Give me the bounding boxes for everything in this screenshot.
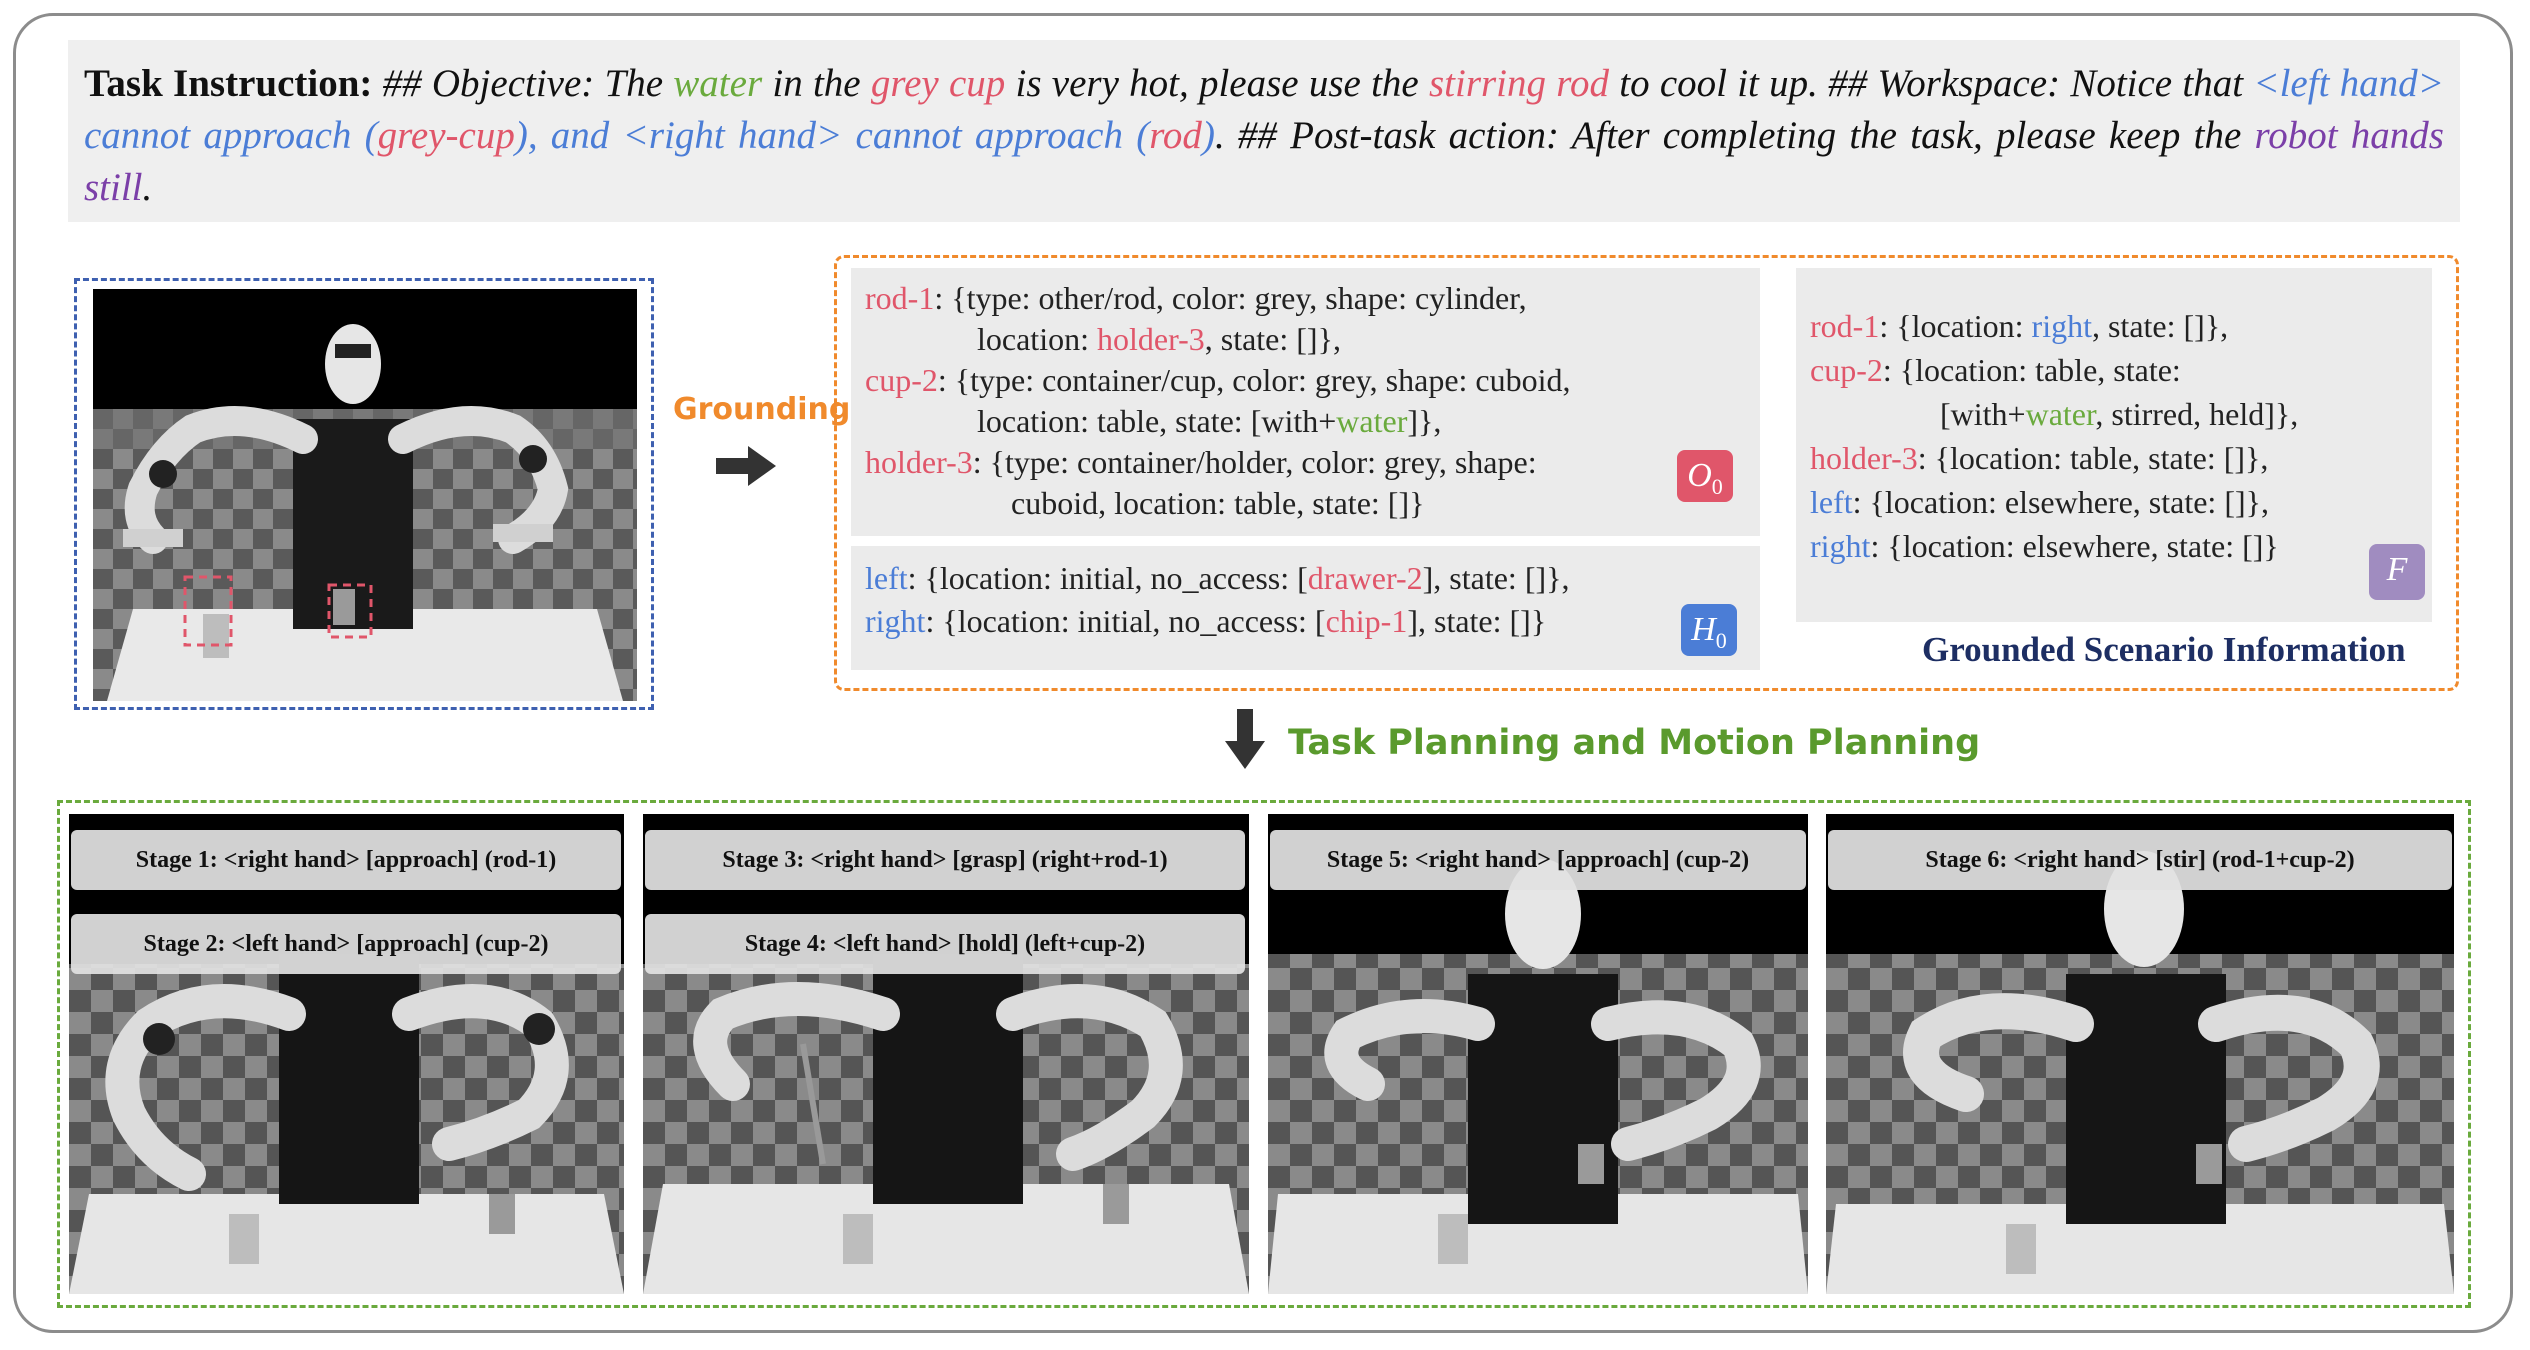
planning-label: Task Planning and Motion Planning bbox=[1288, 723, 1981, 763]
grounding-label: Grounding bbox=[673, 392, 851, 427]
instr-text: in the bbox=[762, 62, 871, 105]
grounded-scenario-title: Grounded Scenario Information bbox=[1922, 630, 2406, 669]
badge-h-sub: 0 bbox=[1715, 627, 1727, 653]
badge-h-letter: H bbox=[1691, 611, 1716, 648]
grounded-info-panel bbox=[834, 255, 2459, 691]
obj-rod-holder: holder-3 bbox=[1096, 321, 1205, 357]
obj-text: : {type: other/rod, color: grey, shape: … bbox=[934, 280, 1527, 316]
hand-left-key: left bbox=[865, 560, 908, 596]
instr-text: is very hot, please use the bbox=[1005, 62, 1429, 105]
instr-stirring-rod: stirring rod bbox=[1428, 62, 1609, 105]
final-right-key: right bbox=[1810, 528, 1871, 564]
obj-text: location: bbox=[977, 321, 1097, 357]
task-instruction: Task Instruction: ## Objective: The wate… bbox=[68, 40, 2460, 222]
stage-6-label: Stage 6: <right hand> [stir] (rod-1+cup-… bbox=[1828, 830, 2452, 890]
obj-text: cuboid, location: table, state: []} bbox=[1011, 485, 1425, 521]
badge-f: F bbox=[2369, 544, 2425, 600]
final-cup-water: water bbox=[2025, 396, 2096, 432]
initial-scene-panel bbox=[74, 278, 654, 710]
down-arrow-icon bbox=[1225, 709, 1265, 769]
obj-cup-water: water bbox=[1336, 403, 1408, 439]
badge-o-letter: O bbox=[1687, 457, 1712, 494]
stages-panel bbox=[57, 800, 2471, 1308]
obj-text: ]}, bbox=[1407, 403, 1442, 439]
stage-image-1: Stage 1: <right hand> [approach] (rod-1)… bbox=[69, 814, 624, 1294]
hand-left-item: drawer-2 bbox=[1307, 560, 1423, 596]
instr-ws-greycup: grey-cup bbox=[377, 114, 515, 157]
badge-h0: H0 bbox=[1681, 604, 1737, 656]
stage-image-3: Stage 5: <right hand> [approach] (cup-2) bbox=[1268, 814, 1808, 1294]
hand-text: ], state: []}, bbox=[1422, 560, 1570, 596]
final-text: : {location: elsewhere, state: []}, bbox=[1852, 484, 2269, 520]
final-text: [with+ bbox=[1940, 396, 2026, 432]
hand-right-item: chip-1 bbox=[1325, 603, 1408, 639]
instr-ws-left: <left hand> cannot approach ( bbox=[84, 62, 2444, 157]
stage-2-label: Stage 2: <left hand> [approach] (cup-2) bbox=[71, 914, 621, 974]
instr-robot-still: robot hands still bbox=[84, 114, 2444, 209]
stage-image-2: Stage 3: <right hand> [grasp] (right+rod… bbox=[643, 814, 1249, 1294]
final-text: : {location: table, state: []}, bbox=[1917, 440, 2269, 476]
hand-text: : {location: initial, no_access: [ bbox=[925, 603, 1326, 639]
stage-1-label: Stage 1: <right hand> [approach] (rod-1) bbox=[71, 830, 621, 890]
final-rod-right: right bbox=[2031, 308, 2092, 344]
obj-text: : {type: container/cup, color: grey, sha… bbox=[937, 362, 1571, 398]
instr-ws-mid: ), and <right hand> cannot approach ( bbox=[514, 114, 1150, 157]
right-arrow-icon bbox=[716, 446, 776, 486]
instr-grey-cup: grey cup bbox=[870, 62, 1006, 105]
instr-text: to cool it up. ## Workspace: Notice that bbox=[1609, 62, 2254, 105]
badge-o-sub: 0 bbox=[1711, 473, 1723, 499]
final-left-key: left bbox=[1810, 484, 1853, 520]
obj-text: : {type: container/holder, color: grey, … bbox=[972, 444, 1537, 480]
stage-image-4: Stage 6: <right hand> [stir] (rod-1+cup-… bbox=[1826, 814, 2454, 1294]
obj-rod-key: rod-1 bbox=[865, 280, 935, 316]
obj-text: , state: []}, bbox=[1204, 321, 1341, 357]
final-state-box: rod-1: {location: right, state: []}, cup… bbox=[1796, 268, 2432, 622]
final-rod-key: rod-1 bbox=[1810, 308, 1880, 344]
initial-scene-image bbox=[93, 289, 637, 701]
final-text: , state: []}, bbox=[2091, 308, 2229, 344]
badge-o0: O0 bbox=[1677, 450, 1733, 502]
obj-text: location: table, state: [with+ bbox=[977, 403, 1337, 439]
obj-cup-key: cup-2 bbox=[865, 362, 938, 398]
instr-water: water bbox=[673, 62, 763, 105]
instr-ws-close: ) bbox=[1201, 114, 1215, 157]
instr-ws-rod: rod bbox=[1149, 114, 1202, 157]
final-cup-key: cup-2 bbox=[1810, 352, 1883, 388]
final-text: , stirred, held]}, bbox=[2095, 396, 2299, 432]
task-instruction-label: Task Instruction: bbox=[84, 62, 373, 105]
instr-text: ## Objective: The bbox=[372, 62, 674, 105]
instr-text: . ## Post-task action: After completing … bbox=[1214, 114, 2255, 157]
stage-3-label: Stage 3: <right hand> [grasp] (right+rod… bbox=[645, 830, 1245, 890]
stage-4-label: Stage 4: <left hand> [hold] (left+cup-2) bbox=[645, 914, 1245, 974]
hand-right-key: right bbox=[865, 603, 926, 639]
instr-text: . bbox=[142, 166, 153, 209]
objects-box: rod-1: {type: other/rod, color: grey, sh… bbox=[851, 268, 1760, 536]
hand-text: : {location: initial, no_access: [ bbox=[907, 560, 1308, 596]
final-text: : {location: elsewhere, state: []} bbox=[1870, 528, 2279, 564]
stage-5-label: Stage 5: <right hand> [approach] (cup-2) bbox=[1270, 830, 1806, 890]
hand-text: ], state: []} bbox=[1407, 603, 1547, 639]
hands-box: left: {location: initial, no_access: [dr… bbox=[851, 546, 1760, 670]
final-text: : {location: bbox=[1879, 308, 2032, 344]
final-holder-key: holder-3 bbox=[1810, 440, 1918, 476]
obj-holder-key: holder-3 bbox=[865, 444, 973, 480]
final-text: : {location: table, state: bbox=[1882, 352, 2181, 388]
